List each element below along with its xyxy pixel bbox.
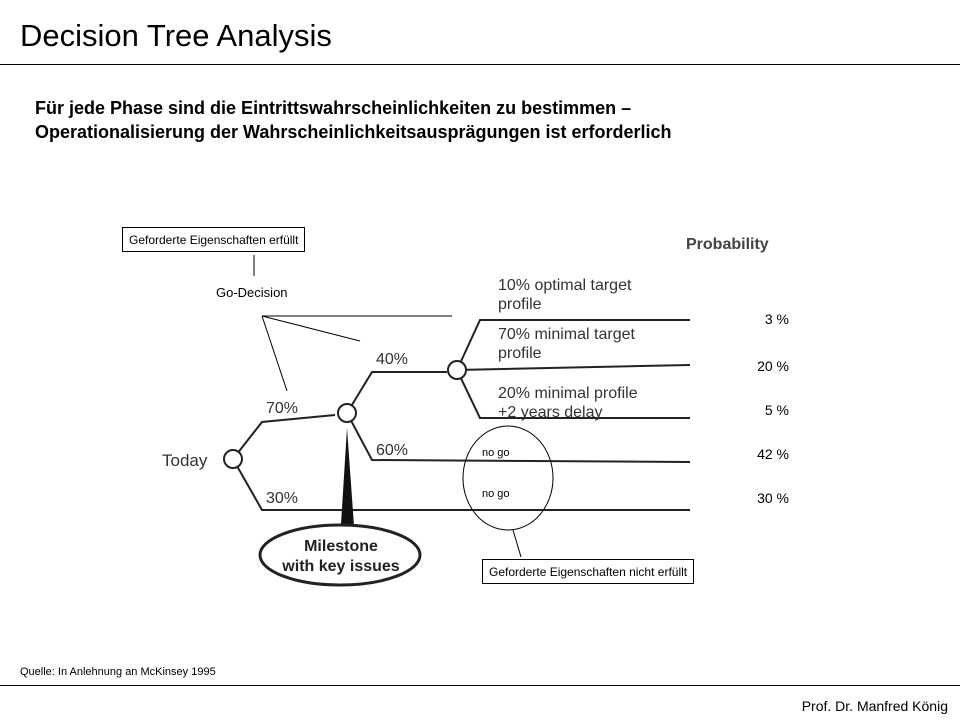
edge-outcome-3 (456, 369, 690, 419)
title-divider (0, 64, 960, 65)
page-title: Decision Tree Analysis (20, 18, 332, 53)
source-note: Quelle: In Anlehnung an McKinsey 1995 (20, 666, 216, 678)
requirements-not-met-box: Geforderte Eigenschaften nicht erfüllt (482, 559, 695, 584)
no-go-label-2: no go (482, 488, 510, 500)
outcome-1-line2: profile (498, 296, 542, 313)
no-go-label-1: no go (482, 447, 510, 459)
go-decision-label: Go-Decision (216, 285, 288, 300)
edge-outcome-2 (456, 364, 691, 371)
outcome-2-line2: profile (498, 345, 542, 362)
probability-value-3: 5 % (764, 402, 789, 418)
probability-header: Probability (686, 236, 769, 253)
subtitle: Für jede Phase sind die Eintrittswahrsch… (35, 96, 935, 144)
node-today (223, 449, 243, 469)
probability-value-5: 30 % (757, 490, 789, 506)
edge-outcome-1 (456, 319, 690, 371)
node-decision (447, 360, 467, 380)
edge-today-30 (232, 458, 690, 511)
milestone-label-1: Milestone (304, 538, 378, 555)
outcome-3-line2: +2 years delay (498, 404, 603, 421)
subtitle-line-1: Für jede Phase sind die Eintrittswahrsch… (35, 98, 632, 118)
probability-value-4: 42 % (757, 446, 789, 462)
outcome-2-line1: 70% minimal target (498, 326, 636, 343)
requirements-met-box: Geforderte Eigenschaften erfüllt (122, 227, 306, 252)
connector-no-go (512, 529, 522, 558)
edge-milestone-40 (346, 371, 447, 414)
edge-milestone-60 (346, 412, 691, 463)
probability-value-2: 20 % (757, 358, 789, 374)
outcome-3-line1: 20% minimal profile (498, 385, 638, 402)
footer-divider (0, 685, 960, 686)
label-70: 70% (266, 400, 298, 417)
label-today: Today (162, 451, 208, 470)
milestone-label-2: with key issues (281, 558, 399, 575)
subtitle-line-2: Operationalisierung der Wahrscheinlichke… (35, 122, 672, 142)
label-60: 60% (376, 442, 408, 459)
connector-go-left (261, 315, 288, 392)
probability-value-1: 3 % (764, 311, 789, 327)
edge-today-70 (232, 414, 336, 460)
milestone-pointer (340, 428, 355, 540)
connector-go-right (261, 315, 361, 342)
author-name: Prof. Dr. Manfred König (801, 698, 948, 714)
label-40: 40% (376, 351, 408, 368)
label-30: 30% (266, 490, 298, 507)
no-go-ellipse (462, 425, 554, 531)
node-milestone (337, 403, 357, 423)
outcome-1-line1: 10% optimal target (498, 277, 632, 294)
milestone-ellipse (258, 523, 422, 587)
